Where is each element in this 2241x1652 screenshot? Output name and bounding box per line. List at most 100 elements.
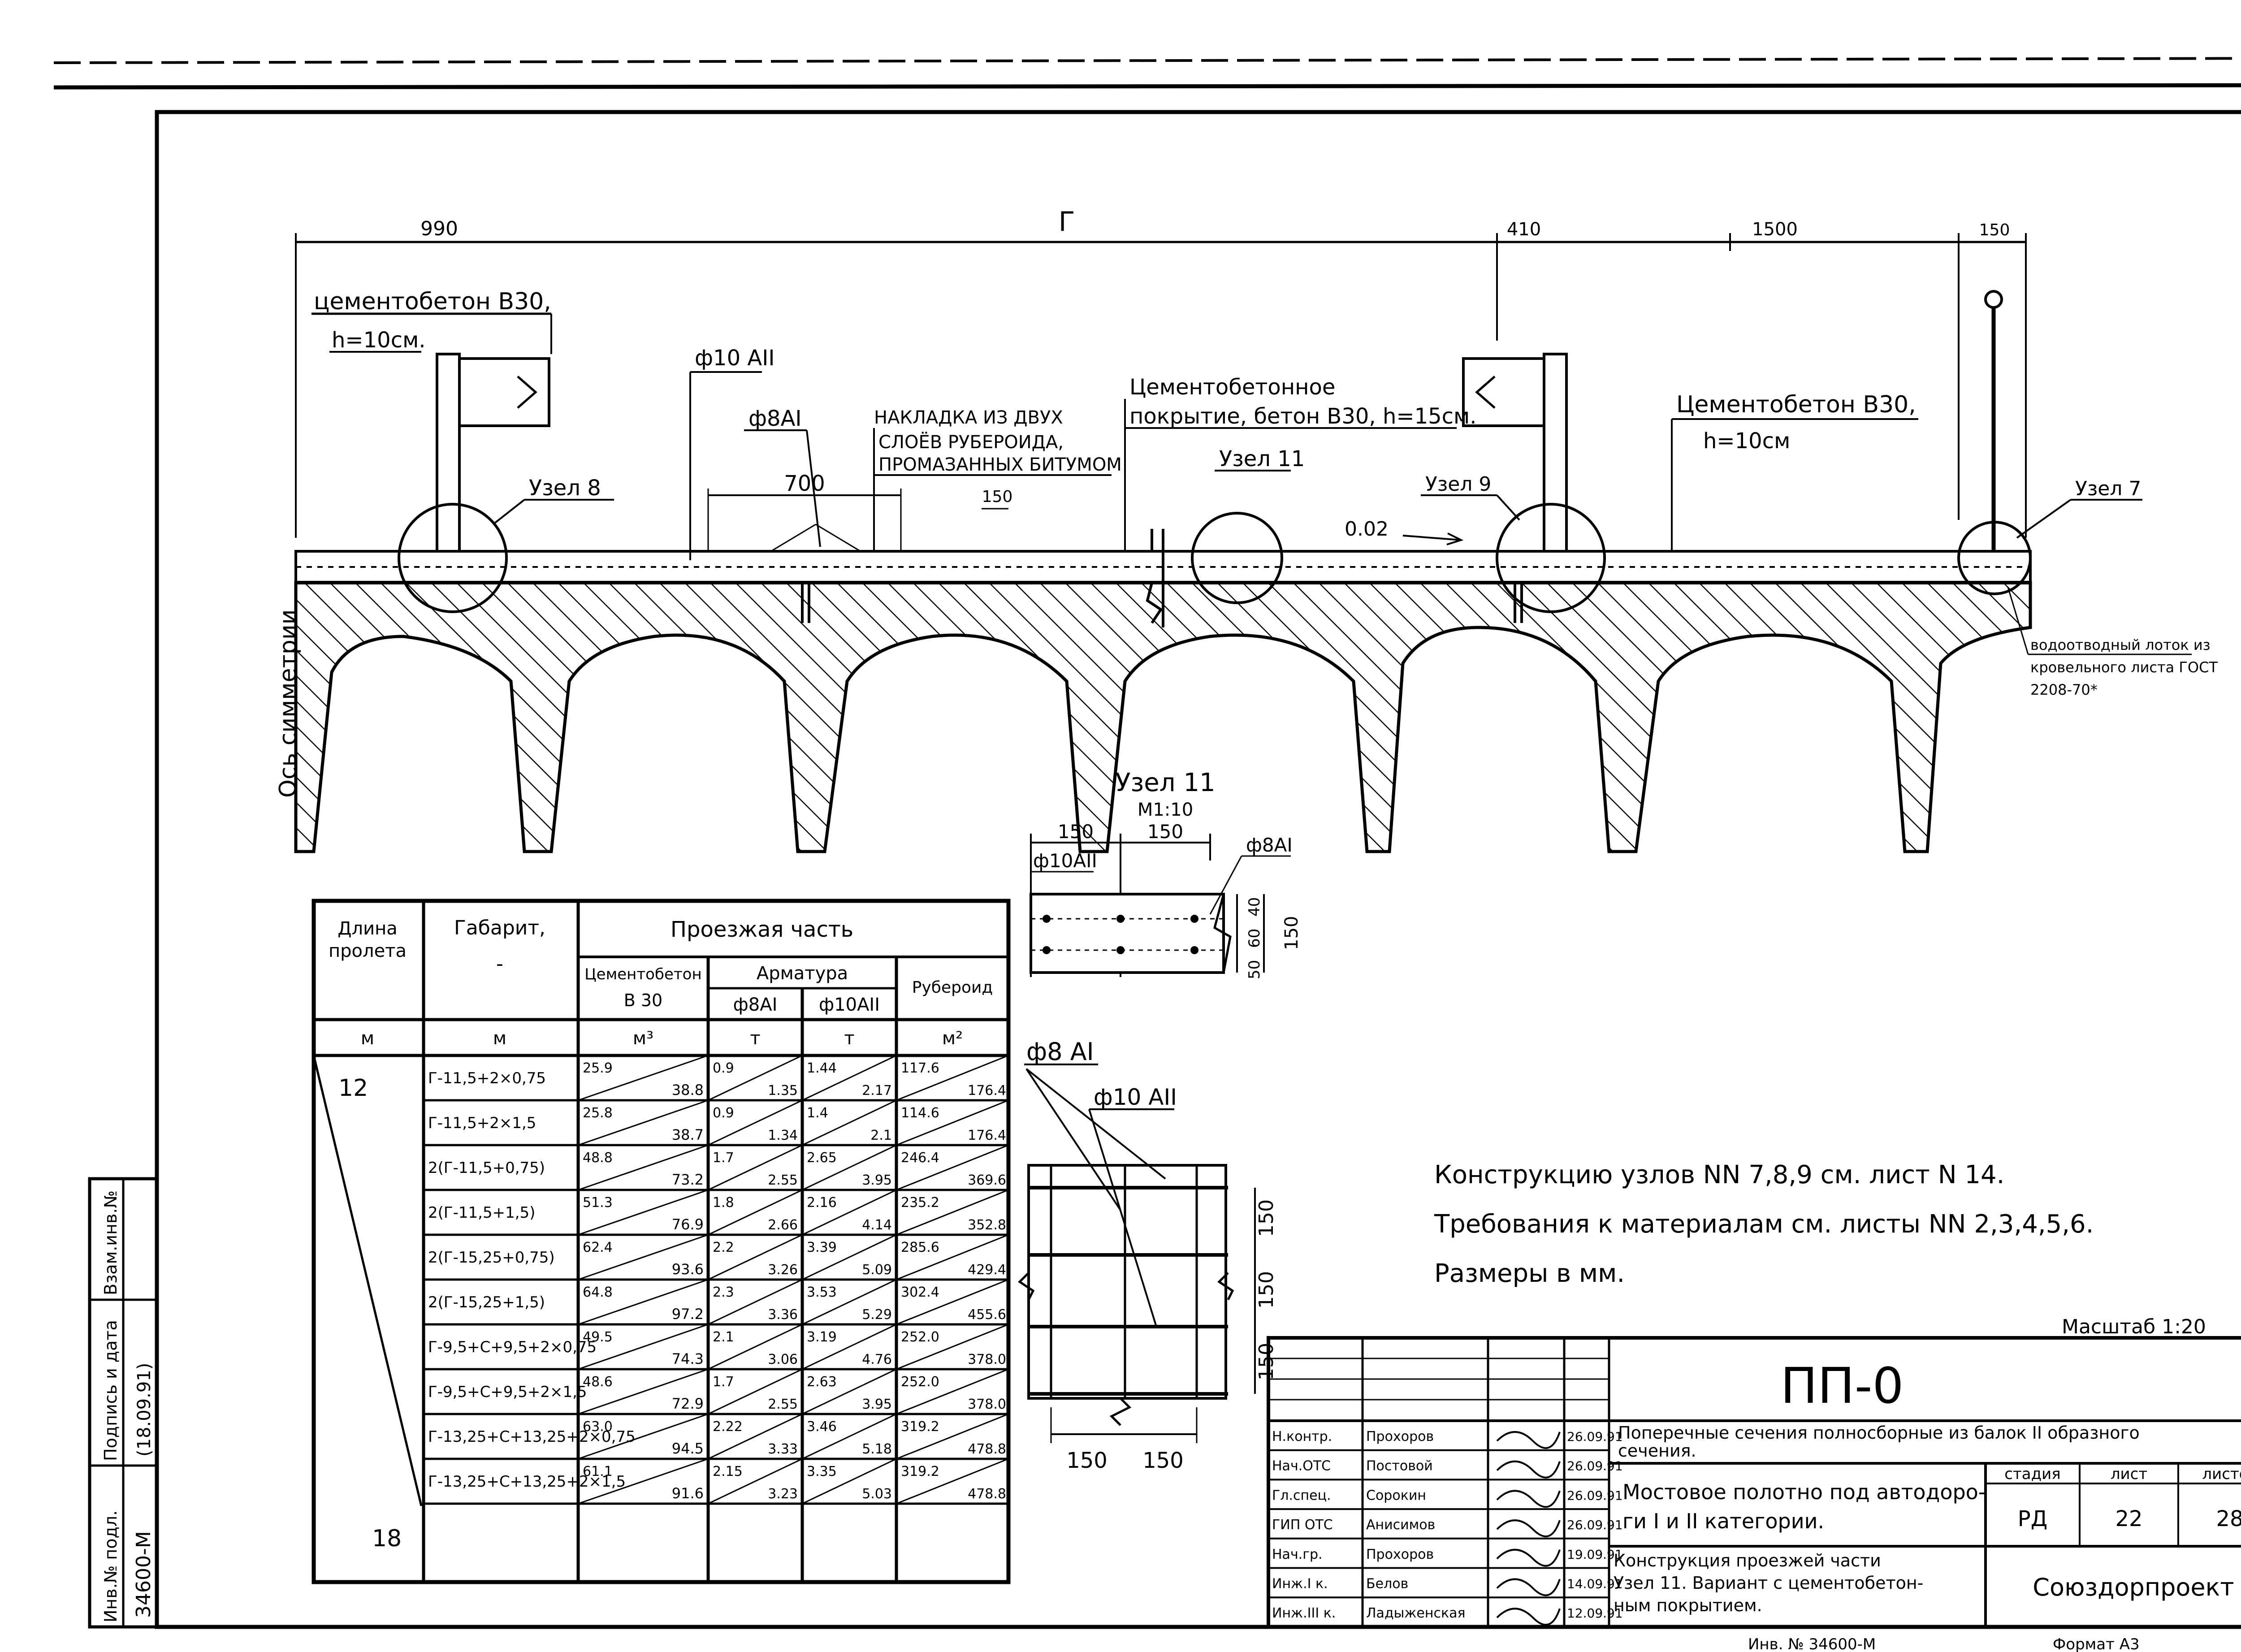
table-cell-a2b: 4.14 — [862, 1217, 892, 1233]
table-cell-r2: 176.4 — [968, 1083, 1006, 1098]
table-cell-a1a: 2.3 — [713, 1284, 734, 1300]
table-cell-r2: 429.4 — [968, 1262, 1006, 1278]
person-date: 26.09.91 — [1567, 1459, 1623, 1474]
th-road: Проезжая часть — [671, 917, 853, 942]
person-date: 12.09.91 — [1567, 1606, 1623, 1621]
tb-project-2: ги I и II категории. — [1622, 1509, 1824, 1533]
th-a1: ф8АI — [733, 995, 778, 1015]
mesh-plan: ф8 АI ф10 АII 150 150 150 150 150 — [1018, 1038, 1278, 1473]
cb-right-label-2: h=10см — [1703, 428, 1790, 454]
table-cell-a2b: 5.18 — [862, 1441, 892, 1457]
note-2: Требования к материалам см. листы NN 2,3… — [1434, 1210, 2094, 1239]
node9-circle — [1496, 503, 1606, 613]
table-cell-cb2: 76.9 — [672, 1216, 704, 1233]
table-cell-a1b: 1.34 — [768, 1128, 798, 1143]
table-cell-a2b: 2.1 — [870, 1128, 892, 1143]
person-date: 14.09.91 — [1567, 1577, 1623, 1591]
table-cell-cb1: 25.8 — [583, 1105, 613, 1121]
table-cell-gab: 2(Г-11,5+1,5) — [428, 1204, 535, 1222]
dim-1500: 1500 — [1752, 219, 1798, 240]
person-role: Н.контр. — [1272, 1429, 1332, 1444]
table-cell-a2b: 2.17 — [862, 1083, 892, 1098]
table-cell-gab: Г-11,5+2×1,5 — [428, 1114, 536, 1132]
table-cell-cb1: 61.1 — [583, 1464, 613, 1479]
person-role: ГИП ОТС — [1272, 1517, 1333, 1533]
table-cell-r1: 117.6 — [901, 1060, 939, 1076]
person-role: Нач.гр. — [1272, 1547, 1323, 1562]
person-name: Ладыженская — [1366, 1605, 1466, 1621]
note-1: Конструкцию узлов NN 7,8,9 см. лист N 14… — [1434, 1160, 2004, 1189]
tu-gab: м — [493, 1028, 506, 1049]
mesh-r8: ф8 АI — [1026, 1038, 1094, 1066]
span-top: 12 — [338, 1075, 368, 1102]
mesh-r10: ф10 АII — [1094, 1084, 1177, 1110]
mesh-dim-150-h1: 150 — [1066, 1448, 1108, 1473]
tb-stage: РД — [2018, 1506, 2047, 1531]
tb-series-2: сечения. — [1618, 1441, 1696, 1461]
table-cell-a2b: 5.29 — [862, 1307, 892, 1323]
cross-section: 990 Г 410 1500 150 — [275, 206, 2218, 853]
table-cell-a2a: 2.65 — [807, 1150, 837, 1166]
cb-left-label-1: цементобетон В30, — [314, 288, 551, 315]
signature — [1496, 1490, 1561, 1508]
detail-node11: Узел 11 М1:10 150 150 ф10АII ф8АI 40 60 … — [1030, 768, 1302, 979]
table-cell-a2b: 4.76 — [862, 1352, 892, 1367]
left-stamp: Взам.инв.№ Подпись и дата Инв.№ подл. (1… — [88, 1177, 159, 1629]
table-cell-gab: Г-9,5+С+9,5+2×1,5 — [428, 1383, 587, 1401]
overlay-label-2: СЛОЁВ РУБЕРОИДА, — [878, 431, 1064, 453]
table-cell-gab: 2(Г-15,25+1,5) — [428, 1293, 545, 1311]
tu-a1: т — [750, 1028, 760, 1049]
th-rub: Рубероид — [912, 978, 993, 997]
person-role: Гл.спец. — [1272, 1488, 1331, 1503]
table-cell-r2: 378.0 — [968, 1352, 1006, 1367]
table-cell-a1b: 1.35 — [768, 1083, 798, 1098]
table-cell-a1a: 1.7 — [713, 1150, 734, 1166]
tb-h-sheet: лист — [2111, 1465, 2147, 1483]
tb-h-stage: стадия — [2004, 1465, 2060, 1483]
table-cell-a1b: 2.55 — [768, 1397, 798, 1412]
detail-dim-40: 40 — [1246, 897, 1263, 917]
table-cell-a2b: 3.95 — [862, 1397, 892, 1412]
table-cell-cb1: 62.4 — [583, 1240, 613, 1255]
tu-cb: м³ — [633, 1028, 653, 1049]
node9-label: Узел 9 — [1425, 473, 1491, 496]
table-cell-a2a: 1.44 — [807, 1060, 837, 1076]
table-cell-a1b: 2.55 — [768, 1172, 798, 1188]
table-cell-a2a: 2.16 — [807, 1195, 837, 1211]
tb-sheet-title-3: ным покрытием. — [1614, 1596, 1762, 1615]
table-cell-gab: Г-9,5+С+9,5+2×0,75 — [428, 1338, 597, 1356]
signature — [1496, 1548, 1561, 1567]
th-span-2: пролета — [329, 941, 407, 961]
table-cell-r2: 176.4 — [968, 1128, 1006, 1143]
detail-dim-150-b: 150 — [1147, 821, 1183, 843]
table-cell-a2a: 3.46 — [807, 1419, 837, 1435]
tb-sheet: 22 — [2115, 1506, 2142, 1531]
tb-project-1: Мостовое полотно под автодоро- — [1622, 1480, 1986, 1504]
table-cell-r2: 478.8 — [968, 1441, 1006, 1457]
person-date: 26.09.91 — [1567, 1488, 1623, 1503]
table-cell-cb2: 91.6 — [672, 1485, 704, 1502]
table-cell-cb1: 48.6 — [583, 1374, 613, 1390]
tb-sheets: 28 — [2216, 1506, 2241, 1531]
tb-h-sheets: листов — [2202, 1465, 2241, 1483]
table-cell-gab: 2(Г-11,5+0,75) — [428, 1159, 545, 1177]
table-cell-a1a: 2.2 — [713, 1240, 734, 1255]
detail-dim-150-a: 150 — [1058, 821, 1094, 843]
scale-note: Масштаб 1:20 — [2062, 1315, 2206, 1338]
node7-label: Узел 7 — [2075, 477, 2141, 500]
node7-circle — [1957, 521, 2032, 595]
table-cell-r2: 352.8 — [968, 1217, 1006, 1233]
table-cell-gab: Г-11,5+2×0,75 — [428, 1069, 546, 1087]
table-cell-a1a: 1.7 — [713, 1374, 734, 1390]
table-cell-a2a: 3.19 — [807, 1329, 837, 1345]
table-cell-cb2: 94.5 — [672, 1440, 704, 1457]
th-dash: - — [496, 952, 503, 975]
table-cell-a2a: 3.53 — [807, 1284, 837, 1300]
table-cell-cb2: 97.2 — [672, 1306, 704, 1323]
table-cell-gab: Г-13,25+С+13,25+2×0,75 — [428, 1428, 636, 1446]
table-cell-a2a: 3.39 — [807, 1240, 837, 1255]
person-name: Сорокин — [1366, 1488, 1426, 1503]
signature — [1496, 1431, 1561, 1449]
mesh-dim-150-v1: 150 — [1255, 1199, 1278, 1237]
